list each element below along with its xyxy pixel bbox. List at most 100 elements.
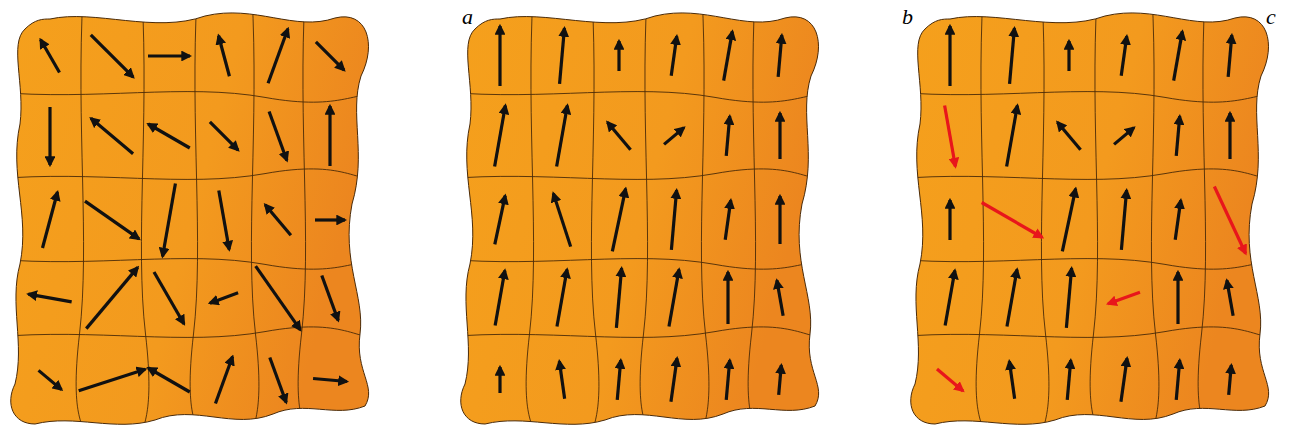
domain-walls [895,0,1289,434]
domain-wall [976,0,985,434]
domain-wall [748,0,757,434]
magnetization-arrow [557,105,568,166]
sample-body [911,13,1269,424]
magnetization-arrow [779,365,782,395]
magnetization-arrow [1227,280,1233,315]
magnetization-arrow [1007,269,1017,326]
magnetization-arrow [559,361,564,399]
magnetization-arrow [724,31,733,80]
magnetization-arrow [671,190,676,250]
magnetization-arrow [1174,31,1183,80]
magnetization-arrow [1228,113,1231,159]
magnetization-arrow [1010,28,1015,84]
magnetization-arrow [726,116,729,156]
sample-body [461,13,819,424]
magnetization-arrow [778,196,781,244]
magnetization-arrow [616,268,621,328]
magnetization-arrow [91,35,133,77]
domain-wall [445,327,840,340]
magnetization-arrow [495,105,506,166]
domain-wall [190,0,199,434]
panel-letter: b [902,6,913,28]
domain-panel [895,0,1289,434]
domain-wall [0,327,390,340]
magnetization-arrow [148,54,190,57]
sample-outline [461,13,819,424]
magnetization-arrow [1007,105,1018,166]
magnetization-arrow [163,184,176,257]
magnetization-arrow [1121,358,1127,402]
domain-panel [445,0,840,434]
magnetization-arrow [154,272,184,324]
domain-wall [895,92,1289,103]
domain-walls [0,0,390,434]
magnetization-arrow [1228,35,1232,77]
domain-panel [0,0,390,434]
magnetization-arrow [39,370,62,389]
magnetization-arrow [1067,41,1070,71]
magnetization-arrow [1066,268,1071,328]
sample-outline [911,13,1269,424]
magnetization-arrow [219,190,229,249]
magnetization-arrow [948,200,951,240]
panel-letter: c [1266,6,1276,28]
magnetization-arrow [617,360,620,400]
magnetization-arrow [1114,128,1134,145]
magnetization-arrow [219,36,230,77]
magnetization-arrow [322,275,338,320]
panel-letter: a [462,6,473,28]
reversed-magnetization-arrow [1214,186,1245,253]
domain-wall [1151,0,1158,434]
magnetization-arrow [553,193,570,246]
magnetization-arrow [498,367,501,393]
reversed-magnetization-arrow [937,369,963,391]
magnetization-arrow [726,272,729,324]
magnetization-arrow [215,357,232,404]
domain-wall [1041,0,1048,434]
magnetization-arrow [778,113,781,159]
magnetization-arrow [79,369,146,391]
magnetization-arrow [1176,272,1179,324]
magnetization-arrow [28,294,71,302]
domain-wall [1198,0,1207,434]
magnetization-arrow [41,40,60,73]
magnetization-arrow [328,106,331,166]
magnetization-arrow [269,112,287,161]
sample-outline [11,13,369,424]
magnetization-arrow [270,357,286,402]
domain-wall [445,259,840,270]
domain-wall [895,327,1289,340]
domain-wall [445,169,840,182]
magnetization-arrow [316,42,344,70]
magnetization-arrow [495,196,505,245]
magnetization-arrow [612,189,625,252]
magnetization-arrow [725,200,731,240]
reversed-magnetization-arrow [1108,292,1140,304]
domain-wall [0,259,390,270]
magnetization-arrow [777,280,783,315]
domain-wall [591,0,598,434]
magnetization-arrow [148,368,190,392]
magnetization-arrow [607,122,630,150]
domain-wall [0,169,390,182]
magnetization-arrow [671,358,677,402]
magnetization-arrow [1229,365,1232,395]
magnetization-arrow [1062,189,1075,252]
magnetization-arrow [85,201,139,239]
magnetization-arrow [86,267,137,328]
reversed-magnetization-arrow [945,105,956,166]
sample-body [11,13,369,424]
domain-walls [445,0,840,434]
magnetization-arrow [315,218,345,221]
magnetization-arrow [148,124,190,148]
magnetization-arrow [1175,200,1181,240]
domain-wall [76,0,85,434]
domain-wall [298,0,307,434]
magnetization-arrow [617,41,620,71]
magnetization-arrow [1009,361,1014,399]
magnetization-arrow [210,293,238,303]
magnetization-arrow [1121,36,1127,76]
magnetization-arrow [778,35,782,77]
domain-wall [895,169,1289,182]
